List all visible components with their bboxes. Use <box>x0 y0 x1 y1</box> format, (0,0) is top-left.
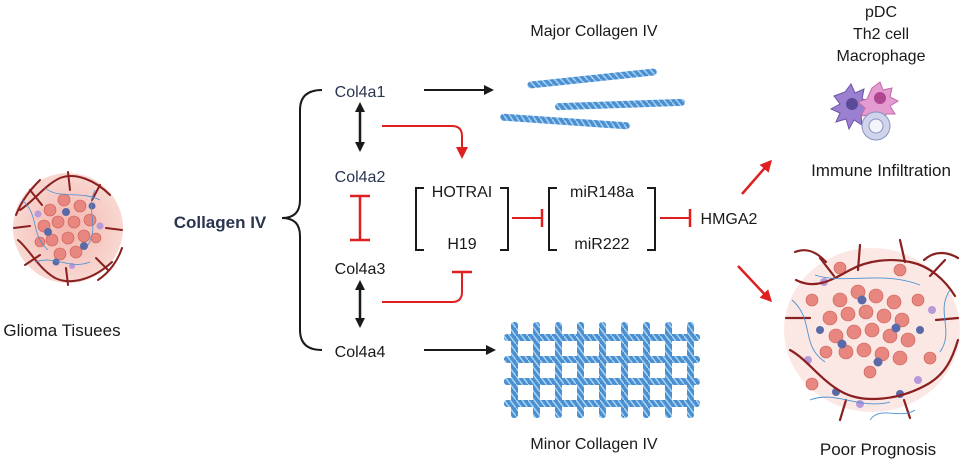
minor-collagen-mesh <box>504 322 700 418</box>
mir222-label: miR222 <box>574 236 629 253</box>
macrophage-label: Macrophage <box>837 48 926 65</box>
lncrna-mirna-inhibition <box>512 209 544 227</box>
hmga2-label: HMGA2 <box>701 211 758 228</box>
major-collagen-label: Major Collagen IV <box>530 23 658 40</box>
col4a3-inhibits-h19-red <box>382 272 463 303</box>
col4a2-col4a3-inhibition <box>350 194 370 242</box>
mirna-bracket-right <box>647 187 656 251</box>
collagen-brace <box>281 89 323 351</box>
poor-prognosis-tissue-illustration <box>784 238 960 422</box>
lncrna-bracket-right <box>500 187 509 251</box>
collagen-iv-label: Collagen IV <box>174 213 267 232</box>
col4a1-to-hotrai-red-arrow <box>382 125 468 159</box>
pdc-label: pDC <box>865 4 897 21</box>
minor-collagen-label: Minor Collagen IV <box>530 436 658 453</box>
col4a1-label: Col4a1 <box>335 84 386 101</box>
immune-cells-illustration <box>829 81 900 141</box>
major-collagen-fibers <box>500 68 685 130</box>
glioma-label: Glioma Tisuees <box>3 321 120 340</box>
col4a4-label: Col4a4 <box>335 344 386 361</box>
immune-infiltration-label: Immune Infiltration <box>811 161 951 180</box>
lncrna-bracket-left <box>415 187 424 251</box>
mirna-hmga2-inhibition <box>660 209 692 227</box>
glioma-tissue-illustration <box>13 171 123 286</box>
th2-label: Th2 cell <box>853 26 909 43</box>
hmga2-to-immune-arrow <box>741 159 772 195</box>
mir148a-label: miR148a <box>570 184 634 201</box>
hmga2-to-prognosis-arrow <box>737 265 773 303</box>
col4a2-label: Col4a2 <box>335 169 386 186</box>
h19-label: H19 <box>447 236 476 253</box>
col4a3-label: Col4a3 <box>335 261 386 278</box>
poor-prognosis-label: Poor Prognosis <box>820 440 936 459</box>
hotrai-label: HOTRAI <box>432 184 492 201</box>
mirna-bracket-left <box>548 187 557 251</box>
